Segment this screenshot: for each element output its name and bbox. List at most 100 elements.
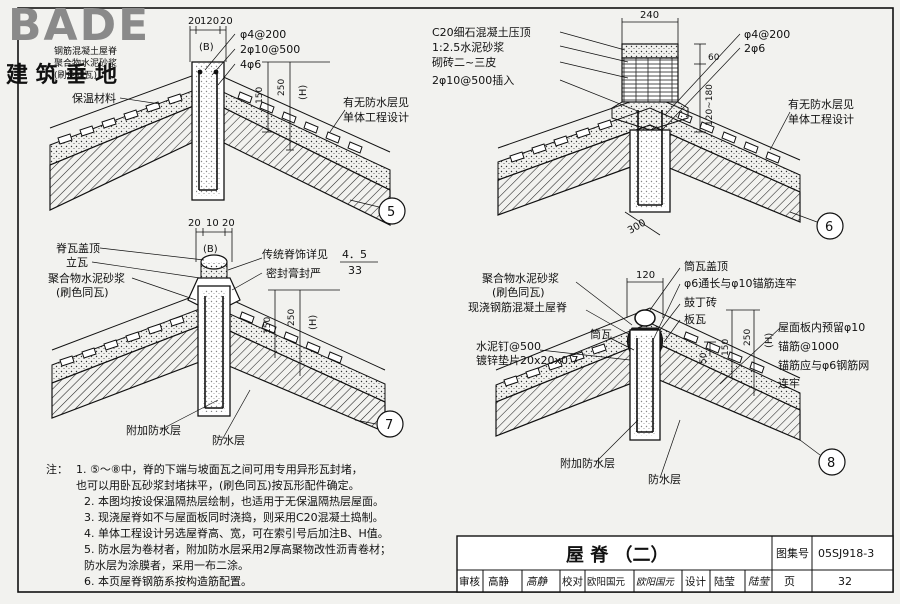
row-check-label: 校对 [562, 575, 583, 588]
detail7-ref-top: 4．5 [342, 248, 367, 261]
detail7-b-label: (B) [203, 244, 218, 255]
detail6-note-2: 单体工程设计 [788, 112, 854, 126]
detail5-dim-20b: 20 [220, 16, 233, 27]
detail5-b-label: (B) [199, 42, 214, 53]
detail6-label-brick: 砌砖二~三皮 [432, 55, 496, 69]
note-1: 1. ⑤～⑧中，脊的下端与坡面瓦之间可用专用异形瓦封堵， [76, 463, 363, 476]
detail-6: 240 60 120~180 300 C20细石混凝土压顶 1:2.5水泥砂浆 … [432, 10, 854, 240]
detail8-label-connect: 连牢 [778, 376, 800, 390]
detail5-label-rebar-2: 2φ10@500 [240, 43, 300, 56]
detail8-dim-50: 50 [699, 352, 709, 364]
sheet-border [17, 7, 894, 593]
detail8-h-label: (H) [764, 333, 775, 348]
detail7-label-upright: 立瓦 [66, 255, 88, 269]
detail8-label-anchor: φ6通长与φ10锚筋连牢 [684, 276, 797, 290]
detail5-note-2: 单体工程设计 [343, 110, 409, 124]
row-review-label: 审核 [459, 575, 480, 588]
detail-8: 120 50 150 250 聚合物水泥砂浆 (刷色同瓦) 现浇钢筋混凝土屋脊 … [468, 259, 869, 486]
detail7-label-color: (刷色同瓦) [56, 285, 109, 299]
detail8-dim-150: 150 [721, 339, 731, 356]
row-check-sign: 欧阳国元 [636, 577, 676, 588]
detail8-label-reserve: 屋面板内预留φ10 [778, 320, 865, 334]
detail5-dim-20a: 20 [188, 16, 201, 27]
detail8-label-extra: 附加防水层 [560, 456, 615, 470]
row-check-name: 欧阳国元 [587, 576, 626, 588]
detail8-label-wp: 防水层 [648, 472, 681, 486]
detail7-dim-20b: 20 [222, 218, 235, 229]
detail5-label-rebar-3: 4φ6 [240, 58, 261, 71]
detail6-dim-60: 60 [708, 53, 720, 63]
watermark-sub-2: 聚合物水泥砂浆 [54, 57, 117, 69]
detail6-coping [621, 43, 679, 59]
title-text: 屋 脊 （二） [566, 544, 669, 566]
note-1-cont: 也可以用卧瓦砂浆封堵抹平，(刷色同瓦)按瓦形配件确定。 [76, 479, 360, 492]
detail5-note-1: 有无防水层见 [343, 95, 409, 109]
detail7-h-label: (H) [308, 315, 319, 330]
detail8-label-tile: 筒瓦 [590, 327, 612, 341]
page-label: 页 [784, 575, 795, 588]
atlas-number: 05SJ918-3 [818, 547, 874, 560]
detail6-label-rebar-2: 2φ6 [744, 42, 765, 55]
row-design-name: 陆莹 [714, 575, 735, 588]
note-6: 6. 本页屋脊钢筋系按构造筋配置。 [84, 575, 252, 588]
detail6-dim-240: 240 [640, 10, 659, 21]
note-2: 2. 本图均按设保温隔热层绘制，也适用于无保温隔热层屋面。 [84, 495, 384, 508]
detail6-num: 6 [825, 220, 833, 235]
detail6-note-1: 有无防水层见 [788, 97, 854, 111]
detail8-label-drum: 鼓丁砖 [684, 295, 717, 309]
detail7-dim-10: 10 [206, 218, 219, 229]
detail6-brick-courses [621, 57, 679, 103]
row-review-sign: 高静 [526, 576, 548, 588]
detail7-dim-20a: 20 [188, 218, 201, 229]
detail8-label-anchor-mesh: 锚筋应与φ6钢筋网 [778, 358, 869, 372]
watermark-brand: BADE [8, 0, 150, 51]
watermark-sub-1: 钢筋混凝土屋脊 [54, 45, 117, 57]
detail5-num-circle [378, 197, 406, 225]
detail-5: 20 120 20 (B) 150 250 (H) φ4@200 2φ10@50… [49, 16, 409, 226]
detail7-label-mortar: 聚合物水泥砂浆 [48, 271, 125, 285]
detail8-tube-cap [634, 309, 656, 327]
detail8-label-color: (刷色同瓦) [492, 285, 545, 299]
note-5: 5. 防水层为卷材者，附加防水层采用2厚高聚物改性沥青卷材； [84, 543, 391, 556]
note-4: 4. 单体工程设计另选屋脊高、宽，可在索引号后加注B、H值。 [84, 527, 389, 540]
detail5-label-insulation: 保温材料 [72, 91, 116, 105]
detail8-label-cap: 筒瓦盖顶 [684, 259, 728, 273]
detail8-num: 8 [827, 456, 835, 471]
detail7-dim-250: 250 [287, 309, 297, 326]
detail5-dim-250: 250 [277, 79, 287, 96]
note-5-cont: 防水层为涂膜者，采用一布二涂。 [84, 559, 249, 572]
row-review-name: 高静 [488, 575, 509, 588]
detail8-num-circle [818, 448, 846, 476]
detail8-label-washer: 镀锌垫片20x20x0.7 [476, 353, 579, 367]
detail8-label-anchor-1000: 锚筋@1000 [778, 339, 839, 353]
watermark-sub-3: (刷色同瓦) [54, 69, 97, 81]
detail7-dim-150: 150 [263, 317, 273, 334]
detail7-label-wp: 防水层 [212, 433, 245, 447]
detail5-dim-150: 150 [255, 87, 265, 104]
watermark: BADE 钢筋混凝土屋脊 聚合物水泥砂浆 (刷色同瓦) 建 筑 垂 地 [6, 0, 150, 88]
detail5-dim-120: 120 [200, 16, 219, 27]
detail6-label-coping: C20细石混凝土压顶 [432, 25, 531, 39]
detail6-dim-120-180: 120~180 [705, 84, 715, 126]
notes-heading: 注： [46, 463, 68, 476]
detail6-label-rebar-1: φ4@200 [744, 28, 790, 41]
detail-7: 20 10 20 (B) 150 250 (H) 脊瓦盖顶 立瓦 聚合物水泥砂浆… [48, 218, 404, 447]
detail7-label-seal: 密封膏封严 [266, 266, 321, 280]
row-design-label: 设计 [685, 575, 706, 588]
watermark-chinese: 建 筑 垂 地 [6, 62, 117, 88]
detail8-label-mortar: 聚合物水泥砂浆 [482, 271, 559, 285]
detail6-label-mortar: 1:2.5水泥砂浆 [432, 40, 504, 54]
detail7-label-cap: 脊瓦盖顶 [56, 241, 100, 255]
page-number: 32 [838, 575, 852, 588]
detail5-label-rebar-1: φ4@200 [240, 28, 286, 41]
detail7-label-decor: 传统脊饰详见 [262, 247, 328, 261]
detail8-label-nail: 水泥钉@500 [476, 340, 541, 353]
detail8-label-plate: 板瓦 [684, 312, 706, 326]
detail7-label-extra: 附加防水层 [126, 423, 181, 437]
detail7-num-circle [376, 410, 404, 438]
detail5-h-label: (H) [298, 85, 309, 100]
atlas-label: 图集号 [776, 546, 809, 560]
detail6-label-insert: 2φ10@500插入 [432, 73, 514, 87]
